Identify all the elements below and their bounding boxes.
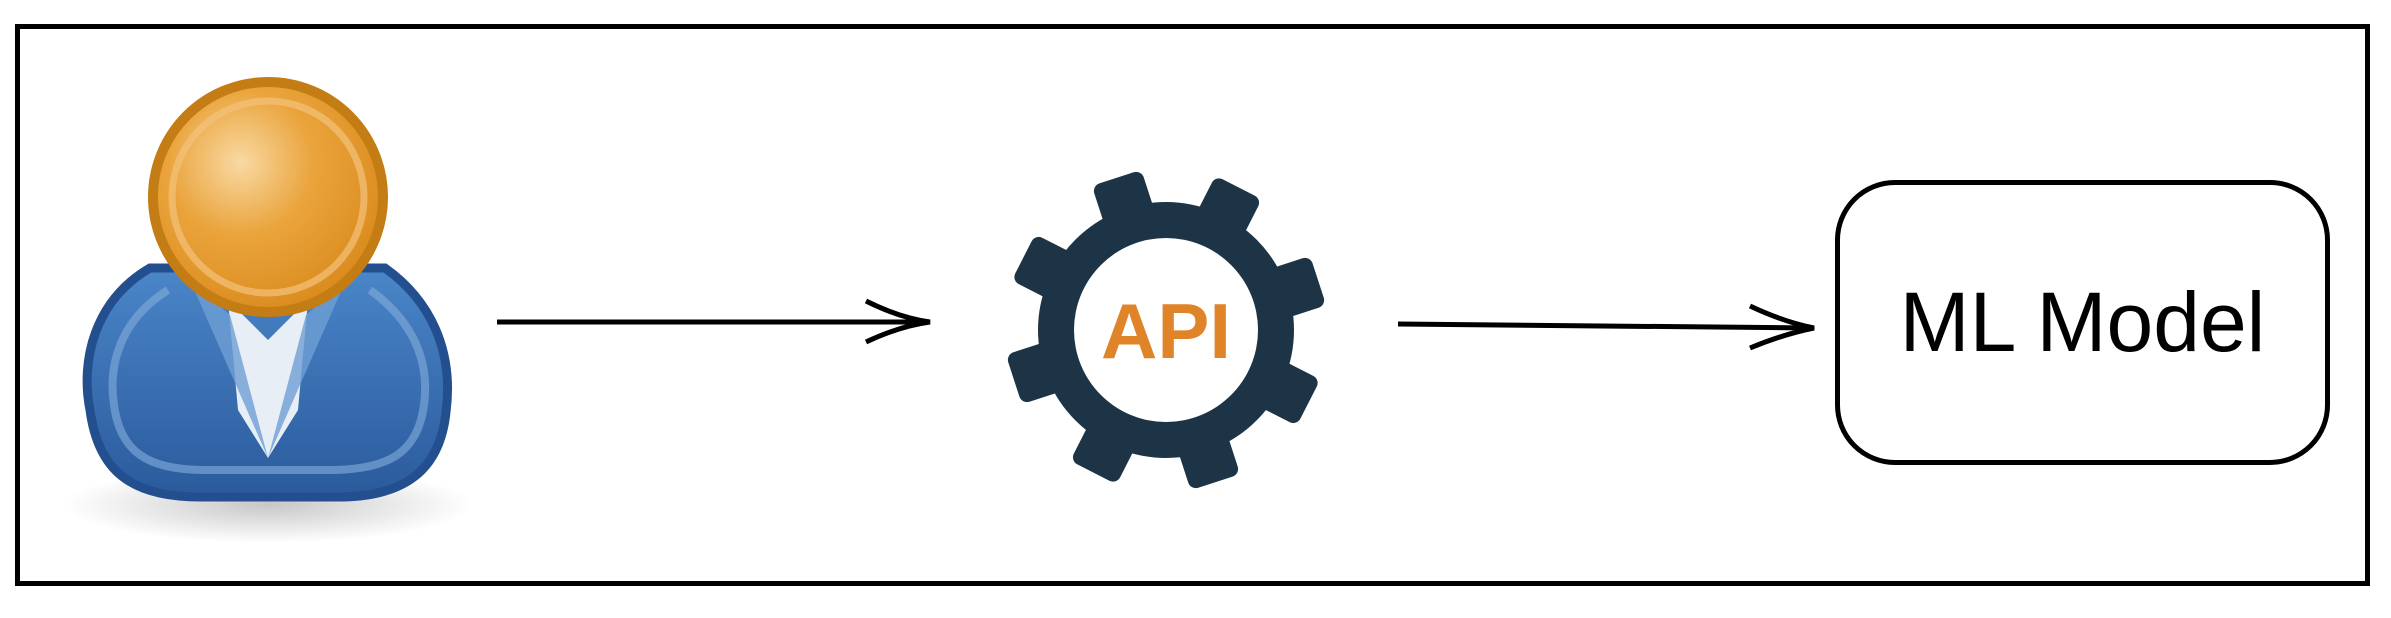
diagram-frame: [15, 24, 2370, 586]
gear-icon: API: [1007, 171, 1325, 489]
user-icon: [63, 77, 473, 543]
ml-model-label: ML Model: [1899, 275, 2266, 369]
api-label: API: [1101, 287, 1231, 375]
ml-model-node: ML Model: [1835, 180, 2330, 465]
edge-api-to-model: [1397, 303, 1815, 351]
edge-user-to-api: [497, 298, 931, 345]
